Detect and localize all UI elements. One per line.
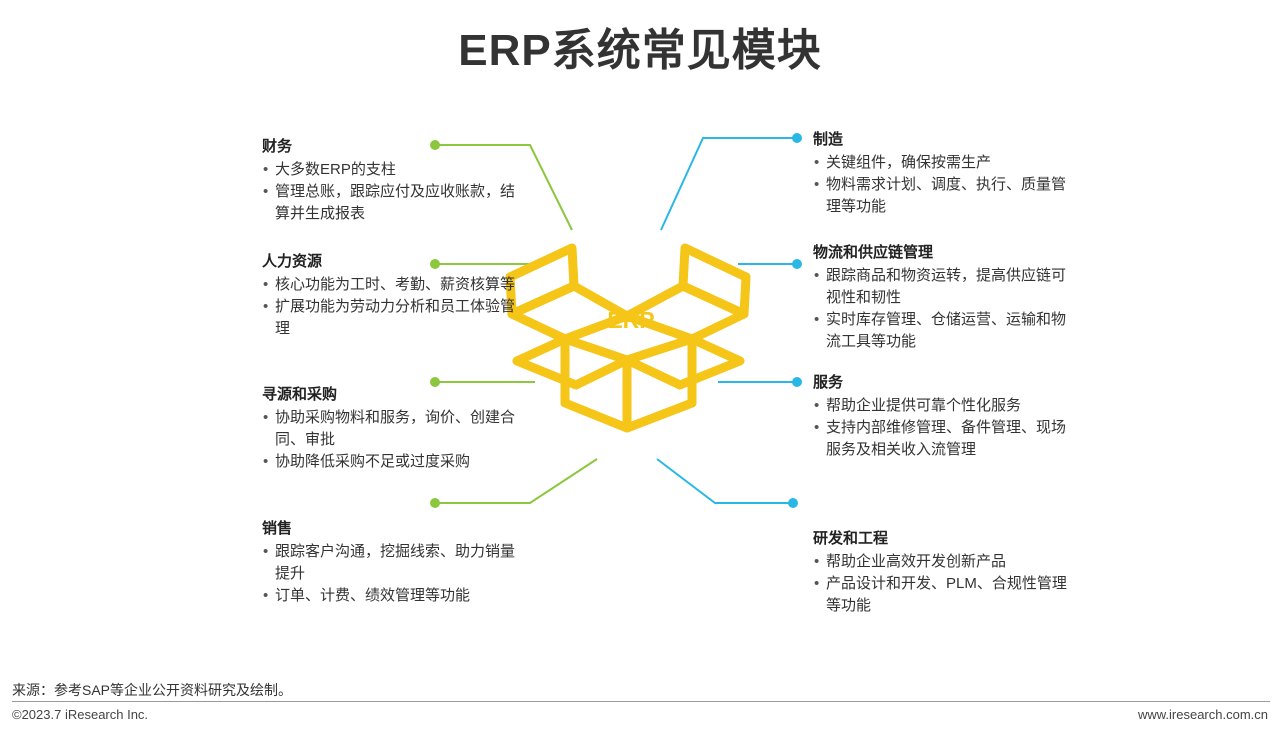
dot-sales <box>430 498 440 508</box>
module-item: 支持内部维修管理、备件管理、现场服务及相关收入流管理 <box>813 417 1073 461</box>
module-items: 跟踪商品和物资运转，提高供应链可视性和韧性 实时库存管理、仓储运营、运输和物流工… <box>813 265 1073 353</box>
dot-service <box>792 377 802 387</box>
module-logistics: 物流和供应链管理 跟踪商品和物资运转，提高供应链可视性和韧性 实时库存管理、仓储… <box>813 242 1073 353</box>
module-item: 大多数ERP的支柱 <box>262 159 522 181</box>
module-item: 物料需求计划、调度、执行、质量管理等功能 <box>813 174 1073 218</box>
module-sourcing: 寻源和采购 协助采购物料和服务，询价、创建合同、审批 协助降低采购不足或过度采购 <box>262 384 522 473</box>
module-item: 管理总账，跟踪应付及应收账款，结算并生成报表 <box>262 181 522 225</box>
module-title: 人力资源 <box>262 253 323 270</box>
module-title: 销售 <box>262 520 293 537</box>
module-item: 协助降低采购不足或过度采购 <box>262 451 522 473</box>
right-dots <box>788 133 802 508</box>
module-items: 大多数ERP的支柱 管理总账，跟踪应付及应收账款，结算并生成报表 <box>262 159 522 225</box>
dot-manufacturing <box>792 133 802 143</box>
dot-finance <box>430 140 440 150</box>
module-item: 协助采购物料和服务，询价、创建合同、审批 <box>262 407 522 451</box>
left-connectors <box>435 144 598 504</box>
dot-sourcing <box>430 377 440 387</box>
module-title: 研发和工程 <box>813 530 889 547</box>
connector-rnd <box>656 458 793 504</box>
box-flap-front-left <box>512 334 632 390</box>
connector-manufacturing <box>660 137 797 231</box>
module-sales: 销售 跟踪客户沟通，挖掘线索、助力销量提升 订单、计费、绩效管理等功能 <box>262 518 522 607</box>
erp-label: ERP <box>607 307 654 333</box>
page-title: ERP系统常见模块 <box>458 26 822 75</box>
module-item: 扩展功能为劳动力分析和员工体验管理 <box>262 296 522 340</box>
module-hr: 人力资源 核心功能为工时、考勤、薪资核算等 扩展功能为劳动力分析和员工体验管理 <box>262 251 522 340</box>
module-service: 服务 帮助企业提供可靠个性化服务 支持内部维修管理、备件管理、现场服务及相关收入… <box>813 372 1073 461</box>
module-item: 关键组件，确保按需生产 <box>813 152 1073 174</box>
box-icon <box>505 243 751 433</box>
dot-logistics <box>792 259 802 269</box>
left-dots <box>430 140 440 508</box>
website-link[interactable]: www.iresearch.com.cn <box>1137 707 1268 722</box>
box-lid-right <box>678 243 751 319</box>
connector-finance <box>435 144 573 231</box>
module-items: 跟踪客户沟通，挖掘线索、助力销量提升 订单、计费、绩效管理等功能 <box>262 541 522 607</box>
module-items: 帮助企业高效开发创新产品 产品设计和开发、PLM、合规性管理等功能 <box>813 551 1073 617</box>
module-title: 财务 <box>262 138 293 155</box>
module-manufacturing: 制造 关键组件，确保按需生产 物料需求计划、调度、执行、质量管理等功能 <box>813 129 1073 218</box>
module-finance: 财务 大多数ERP的支柱 管理总账，跟踪应付及应收账款，结算并生成报表 <box>262 136 522 225</box>
module-item: 产品设计和开发、PLM、合规性管理等功能 <box>813 573 1073 617</box>
module-item: 订单、计费、绩效管理等功能 <box>262 585 522 607</box>
box-flap-front-right <box>622 334 745 390</box>
module-item: 核心功能为工时、考勤、薪资核算等 <box>262 274 522 296</box>
footer-divider <box>12 701 1270 702</box>
module-title: 制造 <box>813 131 844 148</box>
source-note: 来源：参考SAP等企业公开资料研究及绘制。 <box>12 682 293 698</box>
module-rnd: 研发和工程 帮助企业高效开发创新产品 产品设计和开发、PLM、合规性管理等功能 <box>813 528 1073 617</box>
dot-hr <box>430 259 440 269</box>
module-items: 关键组件，确保按需生产 物料需求计划、调度、执行、质量管理等功能 <box>813 152 1073 218</box>
module-item: 跟踪客户沟通，挖掘线索、助力销量提升 <box>262 541 522 585</box>
module-title: 寻源和采购 <box>262 386 338 403</box>
module-title: 物流和供应链管理 <box>813 244 934 261</box>
copyright: ©2023.7 iResearch Inc. <box>12 707 149 722</box>
module-item: 帮助企业高效开发创新产品 <box>813 551 1073 573</box>
module-item: 跟踪商品和物资运转，提高供应链可视性和韧性 <box>813 265 1073 309</box>
module-items: 帮助企业提供可靠个性化服务 支持内部维修管理、备件管理、现场服务及相关收入流管理 <box>813 395 1073 461</box>
module-items: 协助采购物料和服务，询价、创建合同、审批 协助降低采购不足或过度采购 <box>262 407 522 473</box>
module-item: 实时库存管理、仓储运营、运输和物流工具等功能 <box>813 309 1073 353</box>
dot-rnd <box>788 498 798 508</box>
right-connectors <box>656 137 797 504</box>
module-items: 核心功能为工时、考勤、薪资核算等 扩展功能为劳动力分析和员工体验管理 <box>262 274 522 340</box>
connector-sales <box>435 458 598 504</box>
module-item: 帮助企业提供可靠个性化服务 <box>813 395 1073 417</box>
module-title: 服务 <box>813 374 844 391</box>
